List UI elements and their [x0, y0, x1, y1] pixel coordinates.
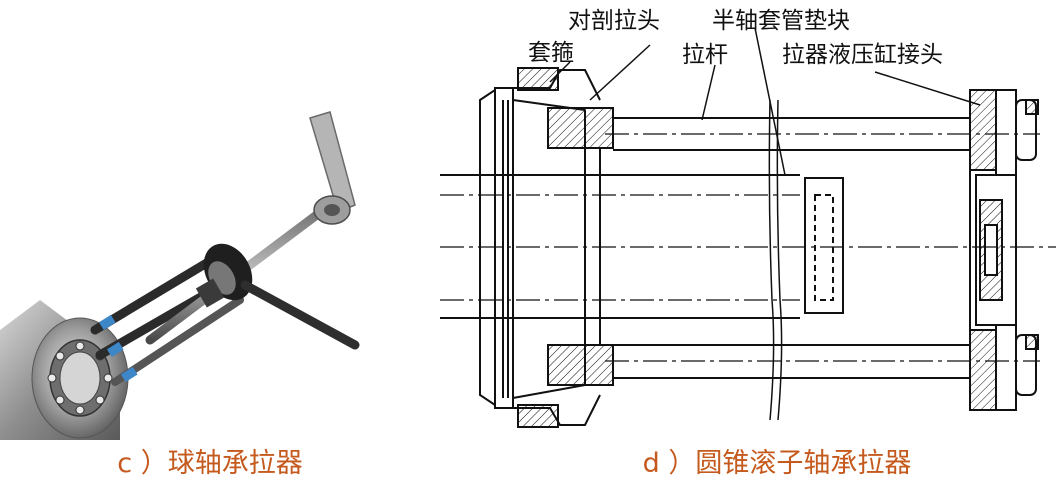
centerlines	[440, 133, 1056, 362]
caption-ball-bearing-puller: c ）球轴承拉器	[117, 448, 303, 479]
tapered-roller-bearing-puller-panel: 对剖拉头 半轴套管垫块 套箍 拉杆 拉器液压缸接头 d ）圆锥滚子轴承拉器	[440, 0, 1056, 479]
ball-bearing-puller-panel: c ）球轴承拉器	[0, 0, 445, 479]
label-split-puller-head: 对剖拉头	[568, 8, 660, 34]
upper-pull-rod	[613, 117, 980, 151]
hydraulic-cylinder-joint	[969, 89, 1039, 411]
leader-lines	[549, 27, 981, 176]
half-shaft-body	[440, 99, 800, 421]
label-hydraulic-cylinder-joint: 拉器液压缸接头	[782, 42, 943, 68]
label-pull-rod: 拉杆	[682, 42, 728, 68]
t-handle-bar	[240, 280, 360, 350]
split-puller-head	[547, 107, 614, 386]
half-shaft-sleeve-pad	[804, 177, 844, 314]
hex-key-wrench	[309, 111, 356, 225]
label-ferrule: 套箍	[528, 40, 574, 66]
tapered-roller-bearing-puller-drawing: 对剖拉头 半轴套管垫块 套箍 拉杆 拉器液压缸接头	[440, 8, 1056, 428]
puller-yoke	[195, 243, 253, 308]
lower-pull-rod	[613, 344, 980, 379]
caption-tapered-roller-bearing-puller: d ）圆锥滚子轴承拉器	[642, 448, 912, 479]
ferrule-body	[479, 67, 601, 428]
label-half-shaft-sleeve-pad: 半轴套管垫块	[712, 8, 850, 34]
ball-bearing-puller-illustration	[0, 111, 360, 440]
